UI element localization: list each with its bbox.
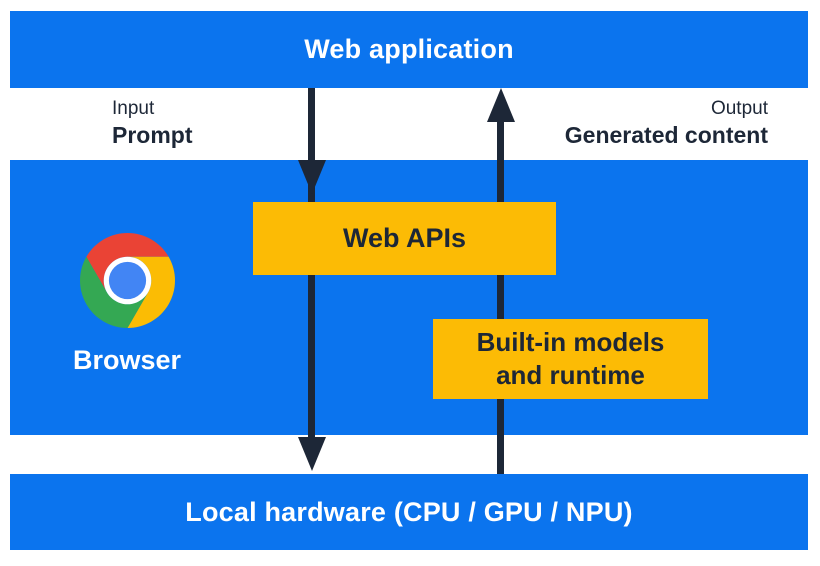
input-label-group: Input Prompt xyxy=(112,97,193,149)
input-value-label: Prompt xyxy=(112,122,193,148)
output-label-group: Output Generated content xyxy=(565,97,768,149)
browser-label: Browser xyxy=(72,345,182,375)
down-arrowhead-into-hardware xyxy=(298,437,326,471)
chrome-icon xyxy=(79,233,175,328)
browser-badge: Browser xyxy=(47,233,207,376)
built-in-models-box: Built-in models and runtime xyxy=(433,319,708,399)
web-application-label: Web application xyxy=(304,34,514,64)
web-application-bar: Web application xyxy=(10,11,808,88)
local-hardware-bar: Local hardware (CPU / GPU / NPU) xyxy=(10,474,808,550)
output-kind-label: Output xyxy=(710,98,768,119)
web-apis-label: Web APIs xyxy=(342,223,467,253)
down-arrowhead-into-web-apis xyxy=(298,160,326,194)
input-kind-label: Input xyxy=(112,98,155,119)
up-arrow-shaft xyxy=(497,118,504,474)
built-in-models-label: Built-in models and runtime xyxy=(476,327,665,390)
web-apis-box: Web APIs xyxy=(253,202,556,275)
up-arrowhead-into-web-application xyxy=(487,88,515,122)
output-value-label: Generated content xyxy=(564,122,768,148)
local-hardware-label: Local hardware (CPU / GPU / NPU) xyxy=(185,496,633,527)
